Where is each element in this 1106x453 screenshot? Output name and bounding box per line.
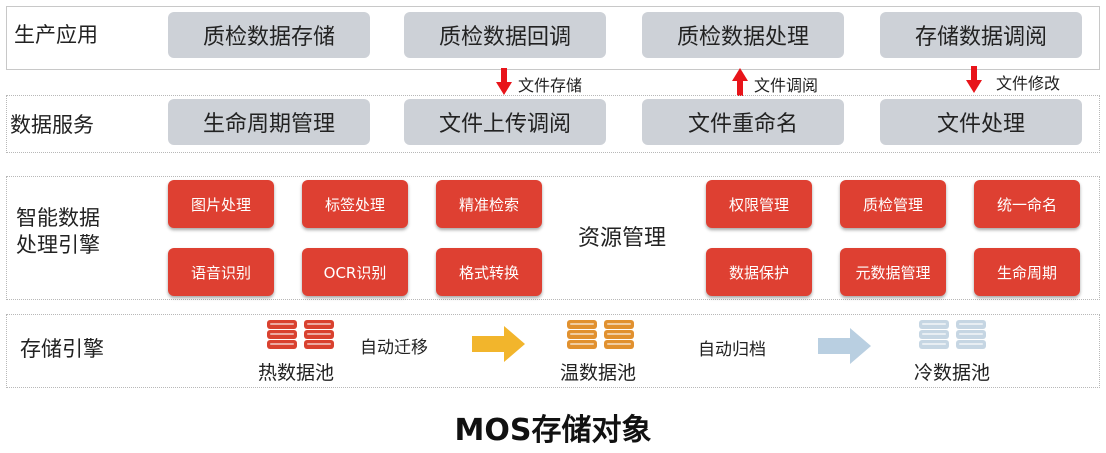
auto-migrate-label: 自动迁移 (360, 338, 428, 358)
data-service-layer-label: 数据服务 (10, 113, 94, 137)
engine-item-permission: 权限管理 (706, 180, 812, 228)
service-item-rename: 文件重命名 (642, 99, 844, 145)
production-layer-label: 生产应用 (14, 23, 98, 47)
arrow-label-file-storage: 文件存储 (518, 76, 583, 95)
production-item-quality-processing: 质检数据处理 (642, 12, 844, 58)
engine-item-metadata: 元数据管理 (840, 248, 946, 296)
production-item-quality-callback: 质检数据回调 (404, 12, 606, 58)
engine-item-image: 图片处理 (168, 180, 274, 228)
cold-database-icon (919, 320, 986, 349)
storage-layer-label: 存储引擎 (20, 337, 104, 361)
service-item-lifecycle: 生命周期管理 (168, 99, 370, 145)
diagram-title: MOS存储对象 (454, 413, 652, 448)
engine-layer-label-line1: 智能数据 (16, 206, 100, 230)
arrow-down-icon (496, 68, 512, 95)
engine-item-search: 精准检索 (436, 180, 542, 228)
arrow-up-icon (732, 68, 748, 96)
engine-item-lifecycle: 生命周期 (974, 248, 1080, 296)
engine-item-speech: 语音识别 (168, 248, 274, 296)
storage-layer (6, 314, 1100, 388)
warm-database-icon (567, 320, 634, 349)
right-arrow-icon (818, 328, 871, 364)
arrow-down-icon (966, 66, 982, 93)
arrow-label-file-review: 文件调阅 (754, 76, 819, 95)
cold-pool-label: 冷数据池 (914, 362, 991, 384)
warm-pool-label: 温数据池 (560, 362, 637, 384)
engine-layer-label-line2: 处理引擎 (16, 233, 100, 257)
hot-database-icon (267, 320, 334, 349)
resource-management-label: 资源管理 (578, 226, 667, 251)
engine-item-quality: 质检管理 (840, 180, 946, 228)
service-item-file-processing: 文件处理 (880, 99, 1082, 145)
engine-item-protection: 数据保护 (706, 248, 812, 296)
arrow-label-file-modify: 文件修改 (996, 74, 1061, 93)
engine-item-ocr: OCR识别 (302, 248, 408, 296)
data-service-layer (6, 95, 1100, 153)
engine-item-tag: 标签处理 (302, 180, 408, 228)
right-arrow-icon (472, 326, 525, 362)
service-item-upload-review: 文件上传调阅 (404, 99, 606, 145)
production-item-quality-storage: 质检数据存储 (168, 12, 370, 58)
engine-item-naming: 统一命名 (974, 180, 1080, 228)
production-item-storage-review: 存储数据调阅 (880, 12, 1082, 58)
engine-layer (6, 176, 1100, 300)
engine-item-format: 格式转换 (436, 248, 542, 296)
auto-archive-label: 自动归档 (698, 340, 766, 360)
hot-pool-label: 热数据池 (258, 362, 335, 384)
production-layer (6, 6, 1100, 70)
